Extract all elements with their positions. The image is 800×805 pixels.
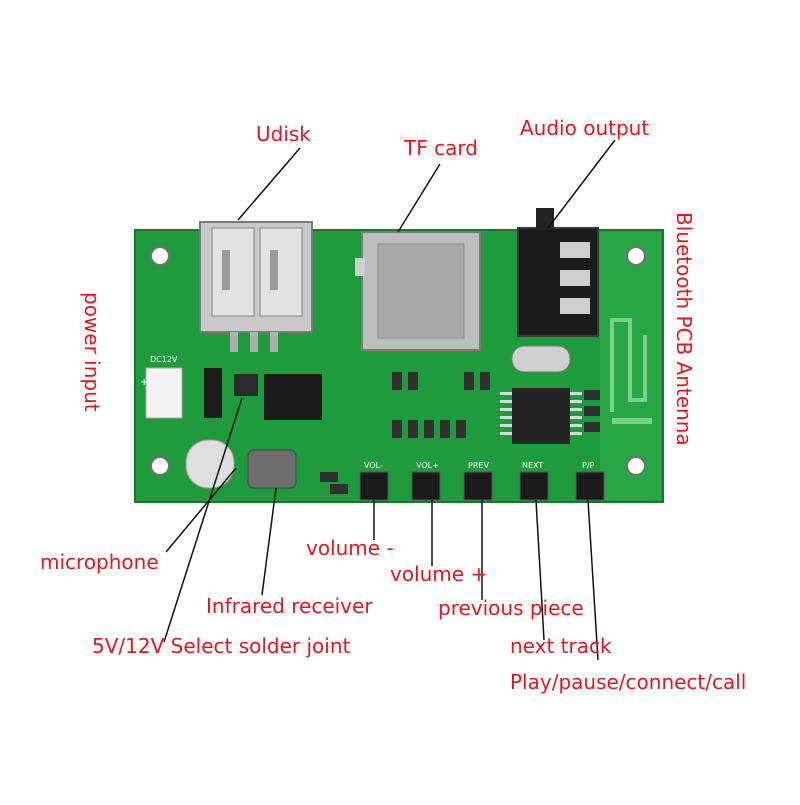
ir-receiver-part — [247, 449, 297, 489]
antenna-trace — [610, 318, 647, 412]
crystal — [511, 345, 571, 373]
silk-prev: PREV — [468, 461, 489, 470]
label-volume-plus: volume + — [390, 562, 488, 586]
silk-vol-plus: VOL+ — [416, 461, 439, 470]
label-solder-joint: 5V/12V Select solder joint — [92, 634, 351, 658]
silk-dc12v: DC12V — [150, 355, 178, 364]
pointer-lines — [163, 139, 616, 661]
diode — [204, 368, 222, 418]
buttons — [359, 471, 605, 501]
main-chip — [500, 388, 582, 444]
tf-card-slot — [355, 231, 481, 351]
smd-parts — [320, 372, 600, 494]
silk-plus: + — [140, 377, 149, 388]
label-volume-minus: volume - — [306, 536, 394, 560]
audio-jack — [517, 208, 599, 337]
label-infrared-receiver: Infrared receiver — [206, 594, 373, 618]
label-audio-output: Audio output — [520, 116, 650, 140]
silk-pp: P/P — [582, 461, 595, 470]
label-previous-piece: previous piece — [438, 596, 584, 620]
label-microphone: microphone — [40, 550, 159, 574]
label-udisk: Udisk — [256, 122, 311, 146]
silk-vol-minus: VOL- — [364, 461, 383, 470]
label-bluetooth-antenna: Bluetooth PCB Antenna — [672, 212, 696, 446]
label-next-track: next track — [510, 634, 612, 658]
label-power-input: power input — [80, 292, 104, 412]
usb-connector — [199, 221, 313, 352]
label-tf-card: TF card — [404, 136, 478, 160]
voltage-regulator — [264, 374, 322, 420]
microphone-part — [185, 439, 235, 489]
power-connector — [145, 367, 183, 419]
label-play-pause: Play/pause/connect/call — [510, 670, 747, 694]
mount-holes — [150, 246, 646, 476]
silk-next: NEXT — [522, 461, 544, 470]
